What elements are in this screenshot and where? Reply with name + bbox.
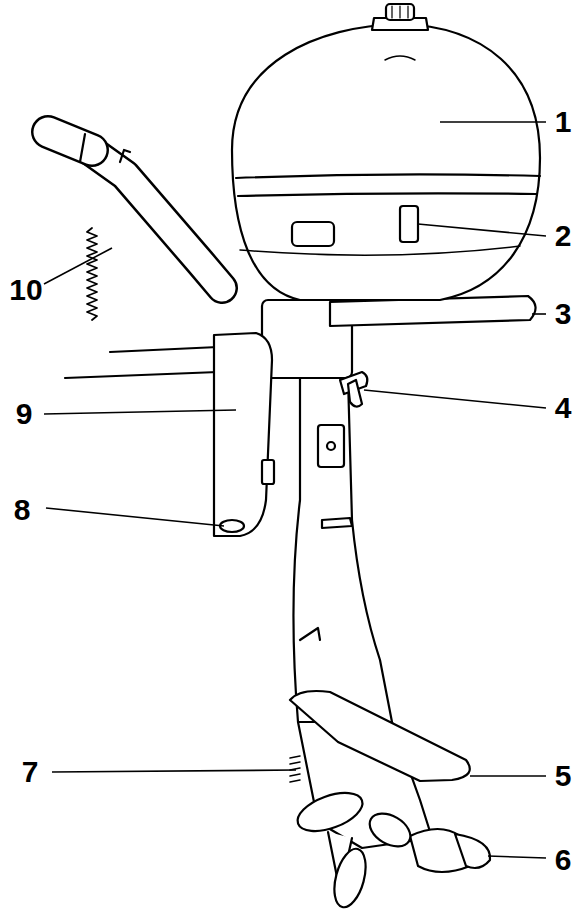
callout-number: 8 — [14, 495, 31, 525]
callout-number: 7 — [22, 757, 39, 787]
callout-number: 2 — [555, 221, 572, 251]
callout-number: 10 — [9, 275, 42, 305]
callout-number: 4 — [555, 393, 572, 423]
callout-number: 5 — [555, 761, 572, 791]
callout-number: 1 — [555, 107, 572, 137]
callout-number: 9 — [16, 399, 33, 429]
callout-number: 3 — [555, 299, 572, 329]
leader-lines — [44, 122, 546, 858]
callout-number: 6 — [555, 845, 572, 875]
